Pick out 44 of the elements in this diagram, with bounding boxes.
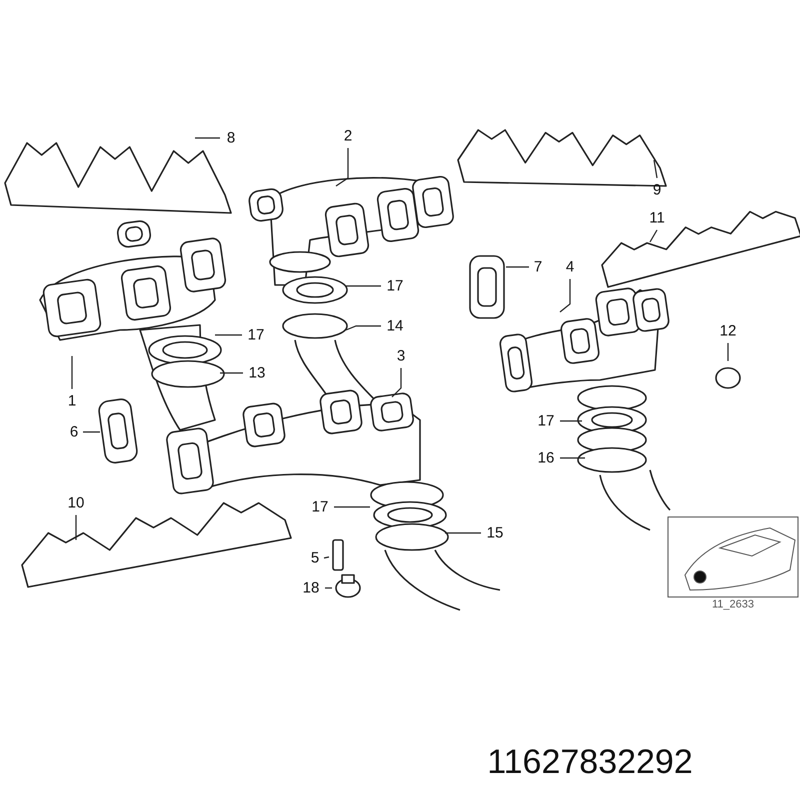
leader-line bbox=[75, 515, 77, 540]
callout-number: 4 bbox=[564, 260, 576, 274]
callout-number: 9 bbox=[652, 182, 662, 198]
leader-line bbox=[324, 556, 330, 559]
callout-number: 17 bbox=[246, 328, 266, 342]
leader-line bbox=[83, 431, 100, 433]
leader-line bbox=[560, 420, 582, 422]
leader-line bbox=[653, 160, 658, 178]
drawing-number: 11_2633 bbox=[711, 600, 755, 610]
callout-number: 2 bbox=[342, 128, 354, 144]
callout-number: 17 bbox=[536, 414, 556, 428]
leader-line bbox=[392, 368, 402, 398]
leader-line bbox=[325, 587, 332, 589]
callout-number: 17 bbox=[386, 278, 404, 294]
leader-line bbox=[506, 266, 529, 268]
callout-number: 5 bbox=[310, 550, 320, 566]
leader-line bbox=[346, 325, 381, 331]
leader-line bbox=[220, 372, 243, 374]
callout-number: 15 bbox=[486, 526, 504, 540]
callout-number: 14 bbox=[386, 318, 404, 334]
part-number: 11627832292 bbox=[486, 745, 694, 779]
leader-line bbox=[345, 285, 381, 287]
callout-number: 17 bbox=[310, 500, 330, 514]
callout-number: 11 bbox=[648, 210, 666, 226]
callout-number: 1 bbox=[66, 394, 78, 408]
leader-line bbox=[195, 137, 220, 139]
leader-line bbox=[445, 532, 481, 534]
leader-line bbox=[336, 148, 349, 186]
callout-number: 10 bbox=[66, 496, 86, 510]
leader-line bbox=[334, 506, 370, 508]
callout-number: 7 bbox=[532, 260, 544, 274]
leader-line bbox=[215, 334, 242, 336]
leader-line bbox=[649, 230, 658, 242]
callout-number: 3 bbox=[396, 348, 406, 364]
leader-line bbox=[727, 343, 729, 361]
callout-number: 8 bbox=[226, 130, 236, 146]
callout-number: 16 bbox=[536, 450, 556, 466]
leader-line bbox=[560, 457, 585, 459]
callout-number: 18 bbox=[302, 580, 320, 596]
callout-number: 6 bbox=[68, 424, 80, 440]
callout-number: 13 bbox=[248, 366, 266, 380]
callout-number: 12 bbox=[718, 324, 738, 338]
leader-line bbox=[560, 279, 571, 312]
leader-line bbox=[71, 356, 73, 389]
